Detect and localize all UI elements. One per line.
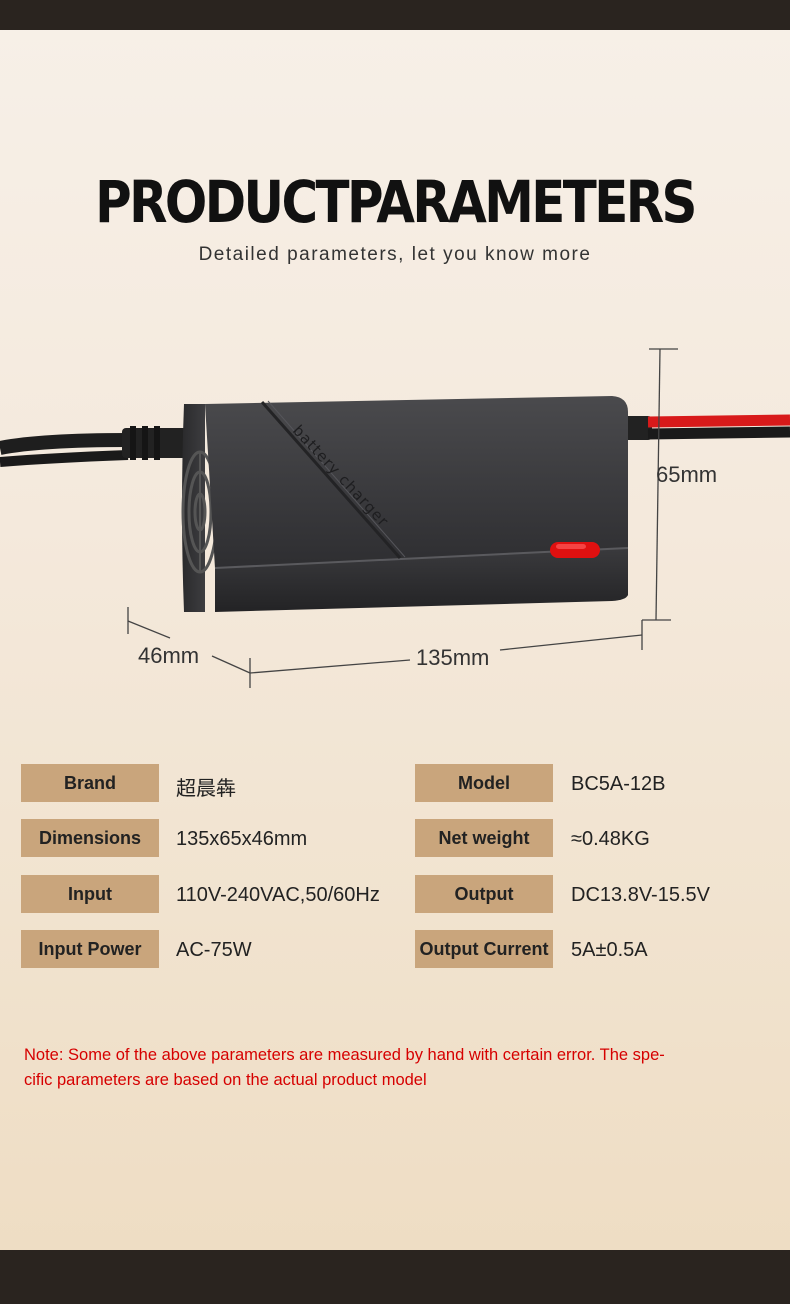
- depth-dimension: 46mm: [138, 643, 200, 668]
- length-dimension: 135mm: [416, 645, 490, 670]
- spec-label-input-power: Input Power: [21, 930, 159, 968]
- spec-label-input: Input: [21, 875, 159, 913]
- bottom-dark-bar: [0, 1250, 790, 1304]
- disclaimer-line-1: Note: Some of the above parameters are m…: [24, 1046, 665, 1064]
- spec-value-dimensions: 135x65x46mm: [176, 828, 308, 850]
- spec-label-net-weight: Net weight: [415, 819, 553, 857]
- charger-case: battery charger: [205, 396, 629, 612]
- spec-value-model: BC5A-12B: [571, 773, 666, 795]
- dimension-lines: [127, 348, 678, 688]
- spec-label-model: Model: [415, 764, 553, 802]
- spec-value-output: DC13.8V-15.5V: [571, 884, 710, 906]
- spec-label-output: Output: [415, 875, 553, 913]
- spec-value-input: 110V-240VAC,50/60Hz: [176, 884, 380, 906]
- spec-label-brand: Brand: [21, 764, 159, 802]
- charger-illustration: battery charger: [0, 348, 790, 688]
- page-title: PRODUCTPARAMETERS: [95, 168, 697, 236]
- spec-value-brand: 超晨犇: [176, 778, 236, 800]
- spec-value-input-power: AC-75W: [176, 939, 252, 961]
- height-dimension: 65mm: [656, 462, 718, 487]
- output-cable: [622, 414, 790, 440]
- page-subtitle: Detailed parameters, let you know more: [198, 244, 592, 265]
- spec-value-output-current: 5A±0.5A: [571, 939, 648, 961]
- disclaimer-note: Note: Some of the above parameters are m…: [24, 1043, 764, 1093]
- spec-value-net-weight: ≈0.48KG: [571, 828, 650, 850]
- input-cable: [0, 426, 190, 467]
- top-dark-bar: [0, 0, 790, 30]
- spec-label-dimensions: Dimensions: [21, 819, 159, 857]
- spec-label-output-current: Output Current: [415, 930, 553, 968]
- disclaimer-line-2: cific parameters are based on the actual…: [24, 1071, 427, 1089]
